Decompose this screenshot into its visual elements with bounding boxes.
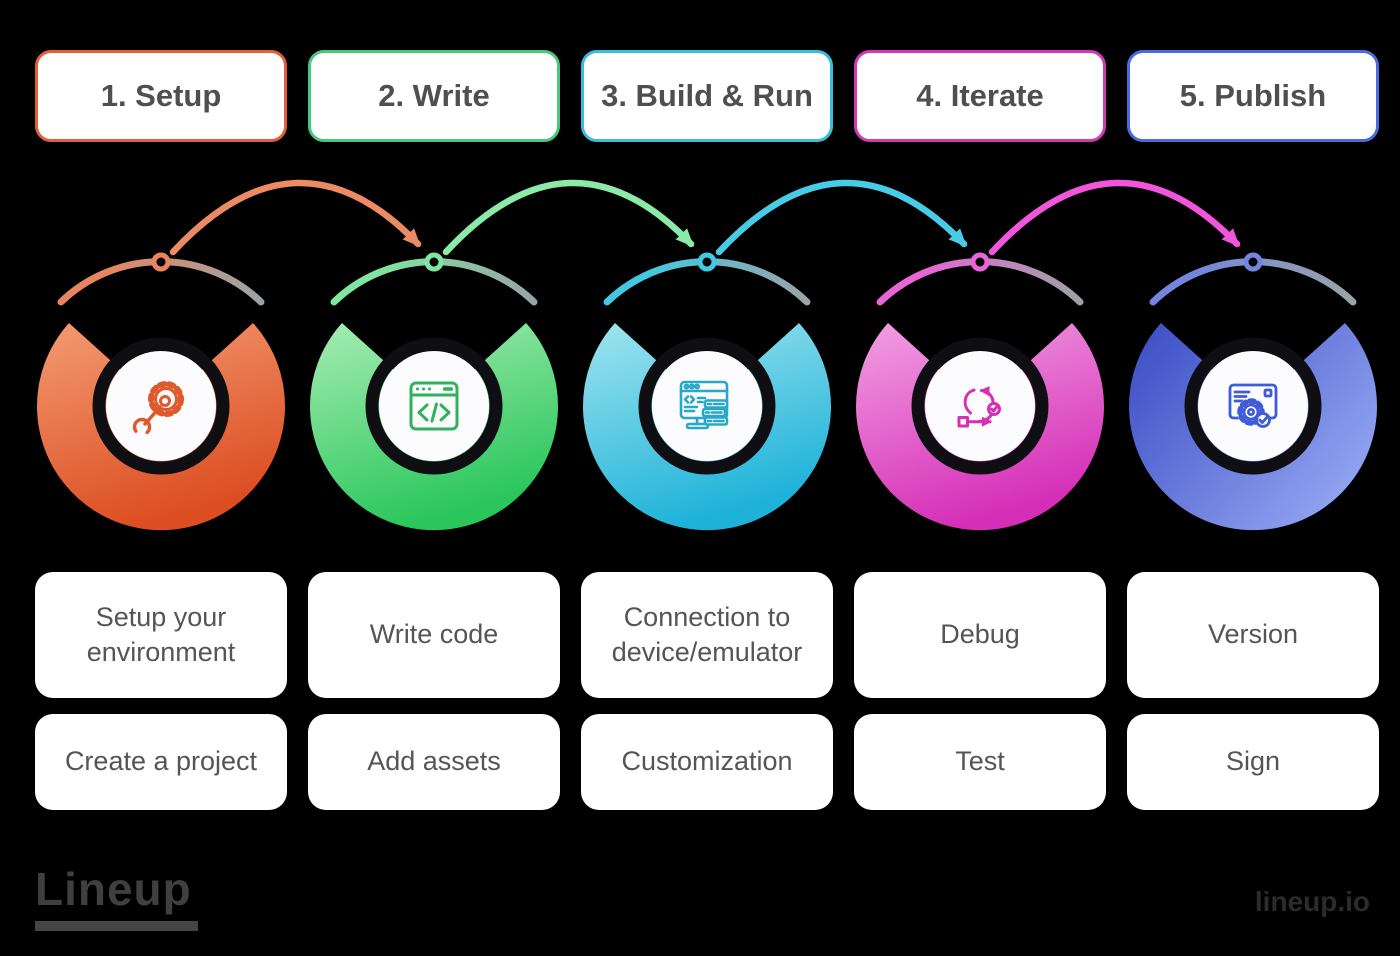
- task-card: Version: [1127, 572, 1379, 698]
- brand-logo-underline: [35, 921, 198, 931]
- task-card: Test: [854, 714, 1106, 810]
- task-label: Debug: [940, 619, 1020, 650]
- step-5-inner-ring: [1184, 337, 1322, 475]
- step-1-label-box: 1. Setup: [35, 50, 287, 142]
- step-1-label: 1. Setup: [100, 78, 222, 113]
- step-3-label-box: 3. Build & Run: [581, 50, 833, 142]
- task-card: Add assets: [308, 714, 560, 810]
- step-3-label: 3. Build & Run: [601, 78, 813, 113]
- brand-logo: Lineup: [35, 862, 198, 931]
- connector-arc-3-4: [715, 179, 968, 256]
- step-5-label: 5. Publish: [1179, 78, 1327, 113]
- gear-wrench-icon: [132, 381, 184, 437]
- task-card: Write code: [308, 572, 560, 698]
- connector-arc-2-3: [442, 179, 695, 256]
- task-label: Create a project: [64, 746, 258, 777]
- brand-logo-text: Lineup: [35, 863, 192, 915]
- task-label: Setup your environment: [86, 601, 236, 667]
- code-window-icon: [409, 381, 459, 431]
- step-2-medallion: [379, 351, 489, 461]
- task-label: Write code: [369, 619, 499, 650]
- sprint-loop-icon: [957, 386, 1001, 428]
- task-card: Debug: [854, 572, 1106, 698]
- task-card: Create a project: [35, 714, 287, 810]
- task-label: Sign: [1225, 746, 1281, 777]
- task-label: Test: [955, 746, 1005, 777]
- connector-arc-4-5: [988, 179, 1241, 256]
- step-2-label-box: 2. Write: [308, 50, 560, 142]
- node-dot-2: [424, 252, 444, 272]
- task-label: Customization: [621, 746, 793, 777]
- task-label: Add assets: [367, 746, 501, 777]
- step-1-inner-ring: [92, 337, 230, 475]
- step-4-inner-ring: [911, 337, 1049, 475]
- step-2-inner-ring: [365, 337, 503, 475]
- step-4-label-box: 4. Iterate: [854, 50, 1106, 142]
- watermark-text: lineup.io: [1254, 886, 1370, 917]
- step-4-medallion: [925, 351, 1035, 461]
- node-dot-1: [151, 252, 171, 272]
- node-dot-3: [697, 252, 717, 272]
- task-label: Connection to device/emulator: [611, 601, 803, 667]
- task-label: Version: [1207, 619, 1299, 650]
- task-card: Setup your environment: [35, 572, 287, 698]
- task-card: Sign: [1127, 714, 1379, 810]
- step-3-inner-ring: [638, 337, 776, 475]
- step-5-label-box: 5. Publish: [1127, 50, 1379, 142]
- device-emulator-icon: [679, 380, 729, 430]
- node-dot-5: [1243, 252, 1263, 272]
- connector-arc-1-2: [169, 179, 422, 256]
- task-card: Connection to device/emulator: [581, 572, 833, 698]
- task-card: Customization: [581, 714, 833, 810]
- node-dot-4: [970, 252, 990, 272]
- step-4-label: 4. Iterate: [916, 78, 1044, 113]
- step-2-label: 2. Write: [378, 78, 490, 113]
- release-gear-icon: [1228, 383, 1278, 428]
